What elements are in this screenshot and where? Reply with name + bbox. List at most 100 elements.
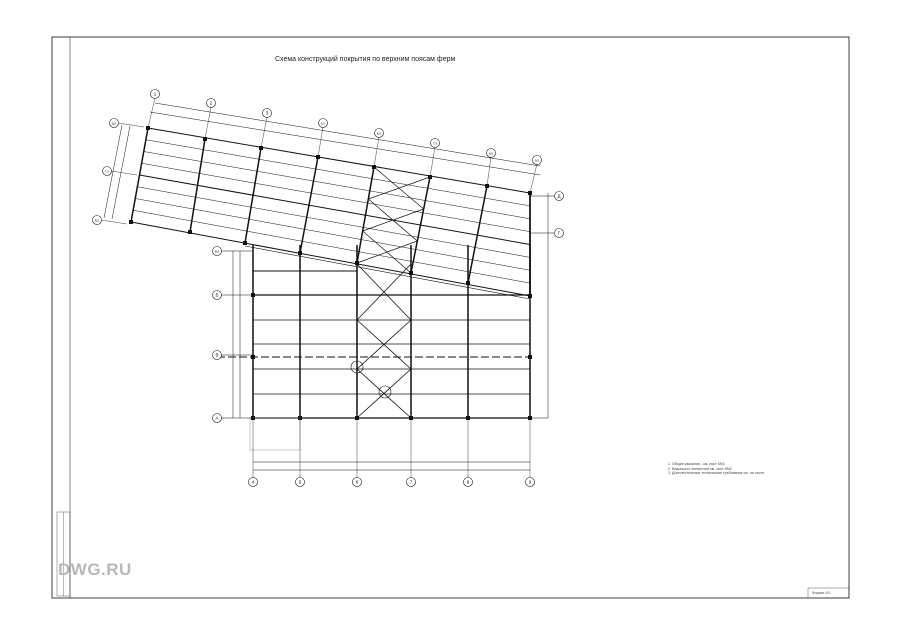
axis-bubble-row-circle bbox=[92, 215, 102, 225]
sheet-border bbox=[51, 36, 850, 599]
axis-line bbox=[260, 116, 268, 149]
column-node bbox=[528, 355, 532, 359]
axis-line bbox=[204, 106, 212, 140]
axis-bubble-row: Г bbox=[558, 231, 561, 236]
axis-line bbox=[110, 170, 138, 176]
axis-bubble-8/1-circle bbox=[486, 148, 496, 158]
axis-bubble-row: Г/1 bbox=[105, 170, 109, 174]
axis-bubble-5: 5 bbox=[299, 480, 302, 485]
note-3: 3. Дополнительные технические требования… bbox=[668, 471, 765, 476]
axis-bubble-5/1-circle bbox=[318, 118, 328, 128]
axis-bubble-2: 2 bbox=[210, 101, 213, 106]
axis-bubble-9/1: 9/1 bbox=[535, 159, 540, 163]
axis-line bbox=[486, 156, 492, 187]
axis-bubble-row-circle bbox=[554, 228, 564, 238]
axis-bubble-row: А bbox=[215, 416, 218, 421]
opening-outline bbox=[249, 417, 301, 451]
axis-bubble-3-circle bbox=[262, 108, 272, 118]
axis-line bbox=[117, 122, 145, 128]
column-node bbox=[243, 241, 247, 245]
purlin-line bbox=[139, 174, 531, 245]
axis-line bbox=[317, 126, 324, 158]
truss-line bbox=[467, 185, 488, 284]
truss-line bbox=[189, 138, 206, 233]
truss-line bbox=[410, 176, 431, 274]
axis-bubble-5-circle bbox=[295, 477, 305, 487]
column-node bbox=[146, 126, 150, 130]
axis-bubble-1-circle bbox=[150, 89, 160, 99]
axis-line bbox=[529, 163, 538, 194]
column-node bbox=[188, 230, 192, 234]
bracing-line bbox=[362, 208, 424, 232]
axis-bubble-7/1-circle bbox=[430, 138, 440, 148]
purlin-line bbox=[141, 163, 531, 232]
truss-line bbox=[244, 147, 262, 244]
axis-bubble-row-circle bbox=[212, 246, 222, 256]
axis-bubble-row: Б bbox=[216, 293, 219, 298]
general-notes: 1. Общие указания - см. лист КМ1 2. Ведо… bbox=[668, 462, 764, 476]
column-node bbox=[129, 220, 133, 224]
purlin-line bbox=[133, 210, 531, 284]
axis-bubble-row: Д/1 bbox=[112, 122, 117, 126]
axis-bubble-3: 3 bbox=[266, 111, 269, 116]
axis-bubble-8: 8 bbox=[467, 480, 470, 485]
drawing-title: Схема конструкций покрытия по верхним по… bbox=[275, 56, 456, 63]
axis-bubble-row-circle bbox=[554, 191, 564, 201]
axis-bubble-row: В/1 bbox=[215, 250, 220, 254]
axis-bubble-9: 9 bbox=[529, 480, 532, 485]
axis-bubble-4: 4 bbox=[252, 480, 255, 485]
purlin-line bbox=[137, 186, 531, 258]
truss-line bbox=[299, 156, 319, 254]
axis-bubble-6: 6 bbox=[356, 480, 359, 485]
note-2: 2. Ведомость элементов см. лист КМ2 bbox=[668, 466, 732, 471]
note-1: 1. Общие указания - см. лист КМ1 bbox=[668, 462, 725, 466]
axis-bubble-8-circle bbox=[463, 477, 473, 487]
axis-bubble-row: Д bbox=[557, 194, 560, 199]
purlin-line bbox=[147, 127, 531, 194]
detail-callout bbox=[350, 360, 364, 374]
axis-bubble-row-circle bbox=[109, 118, 119, 128]
detail-callout bbox=[378, 385, 392, 399]
bracing-line bbox=[356, 319, 412, 370]
bracing-line bbox=[356, 263, 412, 321]
axis-bubble-row-circle bbox=[212, 413, 222, 423]
axis-bubble-row: В bbox=[215, 353, 218, 358]
axis-bubble-9/1-circle bbox=[532, 155, 542, 165]
purlin-line bbox=[143, 151, 531, 219]
axis-bubble-6/1-circle bbox=[374, 128, 384, 138]
axis-bubble-5/1: 5/1 bbox=[321, 122, 326, 126]
axis-bubble-row-circle bbox=[212, 290, 222, 300]
truss-line bbox=[356, 166, 375, 264]
axis-line bbox=[373, 136, 380, 168]
axis-bubble-2-circle bbox=[206, 98, 216, 108]
column-node bbox=[251, 355, 255, 359]
bracing-line bbox=[356, 240, 418, 264]
bracing-line bbox=[368, 176, 431, 200]
axis-bubble-row-circle bbox=[212, 350, 222, 360]
axis-line bbox=[147, 97, 156, 129]
purlin-line bbox=[145, 139, 531, 207]
axis-bubble-6/1: 6/1 bbox=[377, 132, 382, 136]
axis-bubble-row-circle bbox=[102, 166, 112, 176]
axis-bubble-7-circle bbox=[406, 477, 416, 487]
axis-line bbox=[100, 219, 128, 225]
format-box bbox=[807, 587, 850, 599]
axis-bubble-9-circle bbox=[525, 477, 535, 487]
axis-bubble-7/1: 7/1 bbox=[433, 142, 438, 146]
dimension-line bbox=[154, 102, 541, 167]
axis-line bbox=[429, 146, 436, 178]
bracing-line bbox=[356, 368, 412, 419]
axis-bubble-8/1: 8/1 bbox=[489, 152, 494, 156]
axis-bubble-1: 1 bbox=[154, 92, 157, 97]
purlin-line bbox=[135, 198, 531, 271]
purlin-line bbox=[130, 221, 531, 297]
watermark-logo: DWG.RU bbox=[58, 560, 132, 579]
axis-bubble-6-circle bbox=[352, 477, 362, 487]
axis-bubble-row: В/1 bbox=[95, 219, 100, 223]
truss-line bbox=[130, 127, 149, 223]
format-label: Формат А3 bbox=[812, 591, 830, 595]
gutter-line bbox=[244, 245, 531, 300]
axis-bubble-7: 7 bbox=[410, 480, 413, 485]
